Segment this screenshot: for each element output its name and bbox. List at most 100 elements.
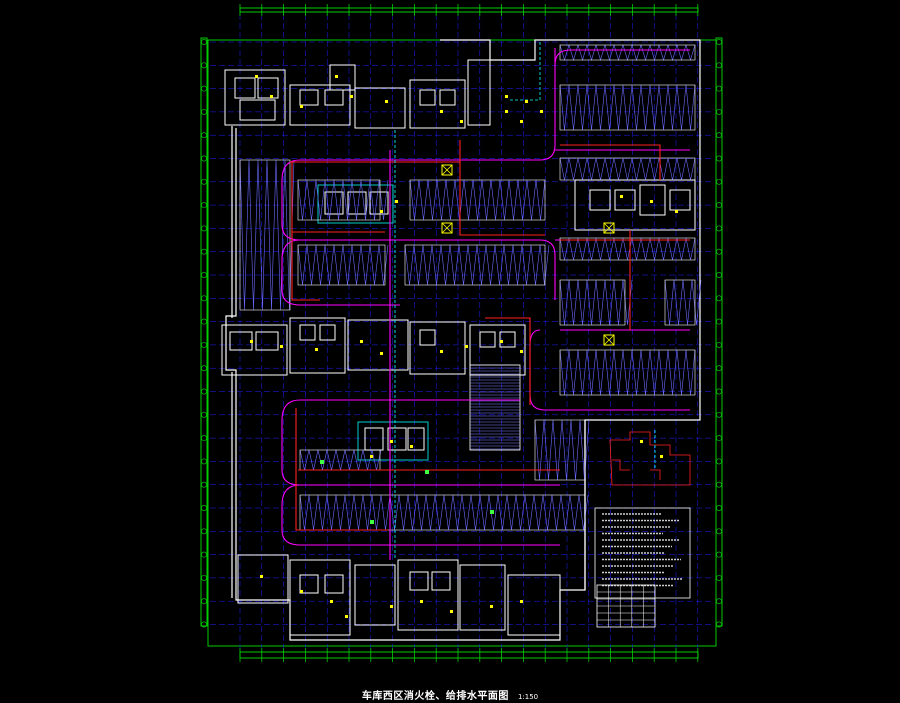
fixture-mark [505,95,508,98]
fixture-mark [315,348,318,351]
hydrant-box-cross [441,164,453,176]
hydrant-box-cross [441,222,453,234]
axis-bubbles [201,39,722,628]
fixture-mark [460,120,463,123]
hydrant-boxes [441,164,615,346]
fixture-mark [250,340,253,343]
fixture-mark [380,210,383,213]
fixture-mark [650,200,653,203]
core-block-south [237,554,561,636]
axis-bubble-left [201,132,207,139]
axis-bubble-left [201,178,207,185]
parking-row-outline [404,244,546,286]
axis-bubble-left [201,458,207,465]
axis-bubble-right [716,458,722,465]
axis-bubble-left [201,388,207,395]
fixture-mark [505,110,508,113]
fixture-mark [345,615,348,618]
axis-bubble-right [716,62,722,69]
axis-bubble-right [716,202,722,209]
axis-bubble-left [201,505,207,511]
notes-block [594,507,691,599]
fixture-mark [490,605,493,608]
parking-row-outline [409,179,546,221]
hydrant-box-cross [603,222,615,234]
fixture-mark [390,605,393,608]
axis-bubble-right [716,365,722,372]
fixture-mark [270,95,273,98]
fixture-mark [520,120,523,123]
fixture-mark [335,75,338,78]
core-block-north [224,59,491,129]
hydrant-box-symbol [441,222,453,234]
parking-row-outline [559,157,696,181]
axis-bubble-left [201,295,207,302]
floor-drain-mark [490,510,494,514]
axis-bubble-right [716,248,722,255]
axis-bubble-left [201,411,207,418]
axis-bubble-left [201,39,207,45]
fixture-mark [660,455,663,458]
axis-bubble-right [716,528,722,535]
axis-bubble-left [201,481,207,488]
fixture-mark [395,200,398,203]
fixture-mark [390,440,393,443]
axis-bubble-left [201,574,207,581]
axis-bubble-right [716,551,722,558]
parking-row-outline [559,349,696,396]
parking-row-outline [559,84,696,131]
fixture-mark [440,110,443,113]
parking-row-outline [297,179,381,221]
axis-bubble-right [716,155,722,162]
axis-bubble-right [716,272,722,278]
parking-row-outline [664,279,696,326]
axis-bubble-right [716,225,722,232]
floor-drain-mark [425,470,429,474]
fixture-mark [370,455,373,458]
axis-bubble-left [201,225,207,232]
axis-bubble-left [201,551,207,558]
axis-bubble-left [201,621,207,628]
axis-bubble-right [716,318,722,325]
fixture-mark [255,75,258,78]
fixture-mark [450,610,453,613]
axis-bubble-left [201,85,207,92]
hydrant-box-cross [603,334,615,346]
fixture-mark [465,345,468,348]
axis-bubble-left [201,62,207,69]
fixture-mark [520,350,523,353]
axis-bubble-left [201,318,207,325]
axis-bubble-left [201,248,207,255]
title-block: 车库西区消火栓、给排水平面图 1:150 [0,684,900,703]
fixture-mark [440,350,443,353]
axis-bubble-right [716,178,722,185]
hydrant-box-symbol [441,164,453,176]
fixture-mark [380,352,383,355]
axis-bubble-left [201,202,207,209]
fixture-mark [300,105,303,108]
drawing-scale: 1:150 [517,693,539,701]
axis-bubble-right [716,411,722,418]
fixture-mark [410,445,413,448]
axis-bubble-left [201,435,207,442]
hydrant-box-symbol [603,222,615,234]
ramp-hatch [469,364,521,451]
fixture-mark [420,600,423,603]
parking-row-outline [297,244,386,286]
fixture-mark [540,110,543,113]
axis-bubble-right [716,108,722,115]
fixture-mark [620,195,623,198]
fixture-mark [360,340,363,343]
axis-bubble-right [716,341,722,348]
axis-bubble-right [716,621,722,628]
axis-bubble-left [201,108,207,115]
parking-row-outline [239,159,291,311]
parking-row-outline [299,494,586,531]
axis-bubble-left [201,155,207,162]
axis-bubble-right [716,295,722,302]
parking-row-outline [559,237,696,261]
fixture-mark [520,600,523,603]
drawing-title: 车库西区消火栓、给排水平面图 [361,691,509,702]
axis-bubble-right [716,481,722,488]
